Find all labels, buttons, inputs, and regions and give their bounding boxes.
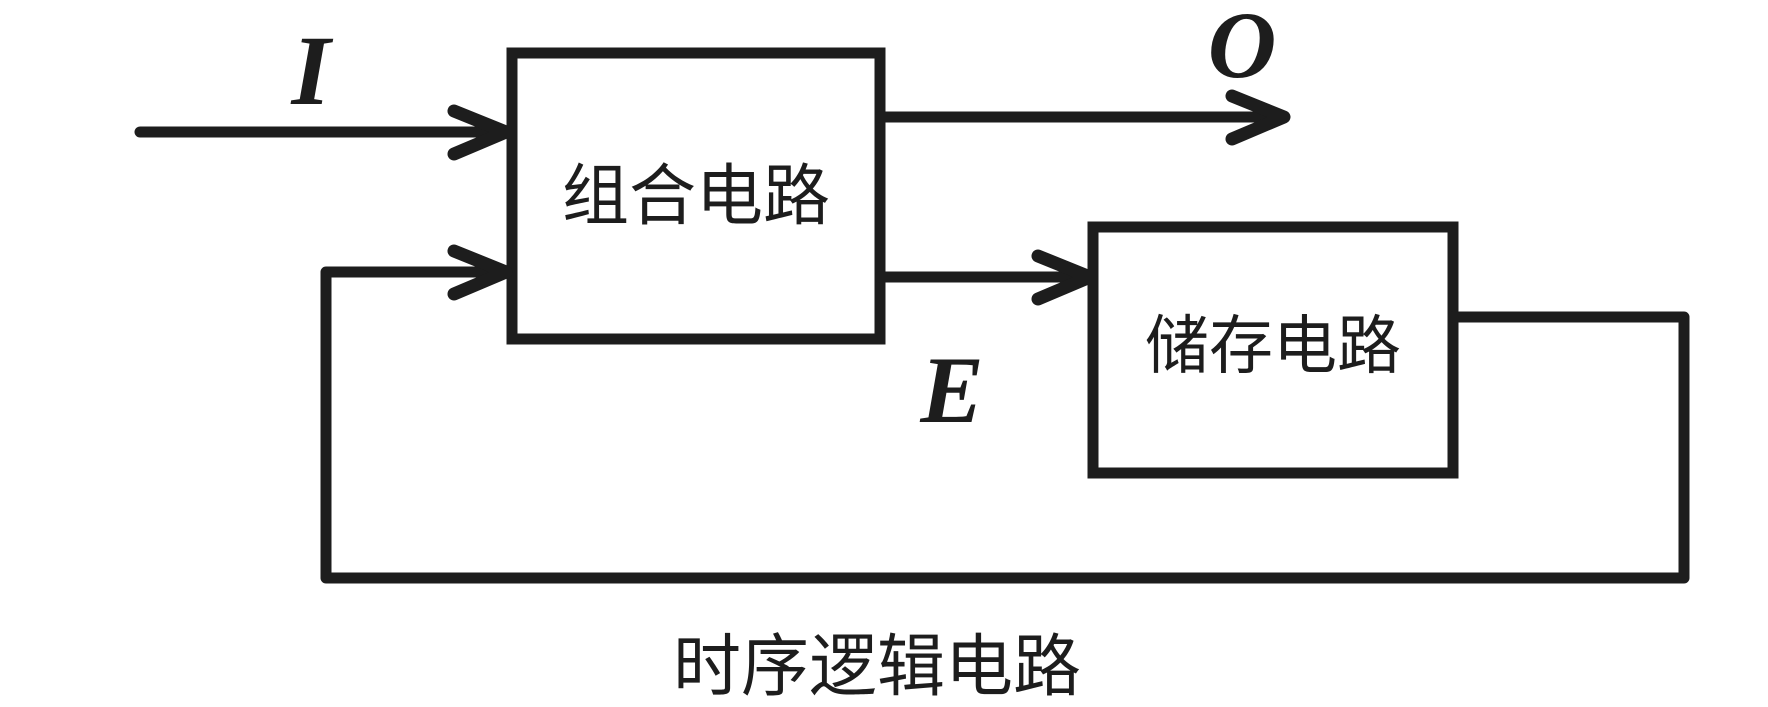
storage-circuit-block: 储存电路 bbox=[1087, 221, 1459, 479]
excitation-arrow bbox=[874, 249, 1097, 306]
diagram-caption: 时序逻辑电路 bbox=[673, 629, 1081, 705]
combinational-circuit-box bbox=[506, 47, 886, 345]
combinational-circuit-block: 组合电路 bbox=[506, 47, 886, 345]
combinational-circuit-label: 组合电路 bbox=[562, 159, 830, 234]
input-signal-label: I bbox=[291, 15, 334, 126]
feedback-arrowhead-icon bbox=[447, 244, 513, 301]
output-arrow bbox=[874, 89, 1291, 146]
feedback-arrow-path bbox=[320, 266, 1690, 584]
output-signal-label: O bbox=[1208, 0, 1277, 98]
storage-circuit-label: 储存电路 bbox=[1145, 310, 1401, 382]
excitation-signal-label: E bbox=[919, 337, 983, 443]
output-arrowhead-icon bbox=[1225, 89, 1291, 146]
storage-circuit-box bbox=[1087, 221, 1459, 479]
input-arrowhead-icon bbox=[447, 104, 513, 161]
feedback-arrow bbox=[320, 244, 1690, 584]
input-arrow bbox=[134, 104, 513, 161]
